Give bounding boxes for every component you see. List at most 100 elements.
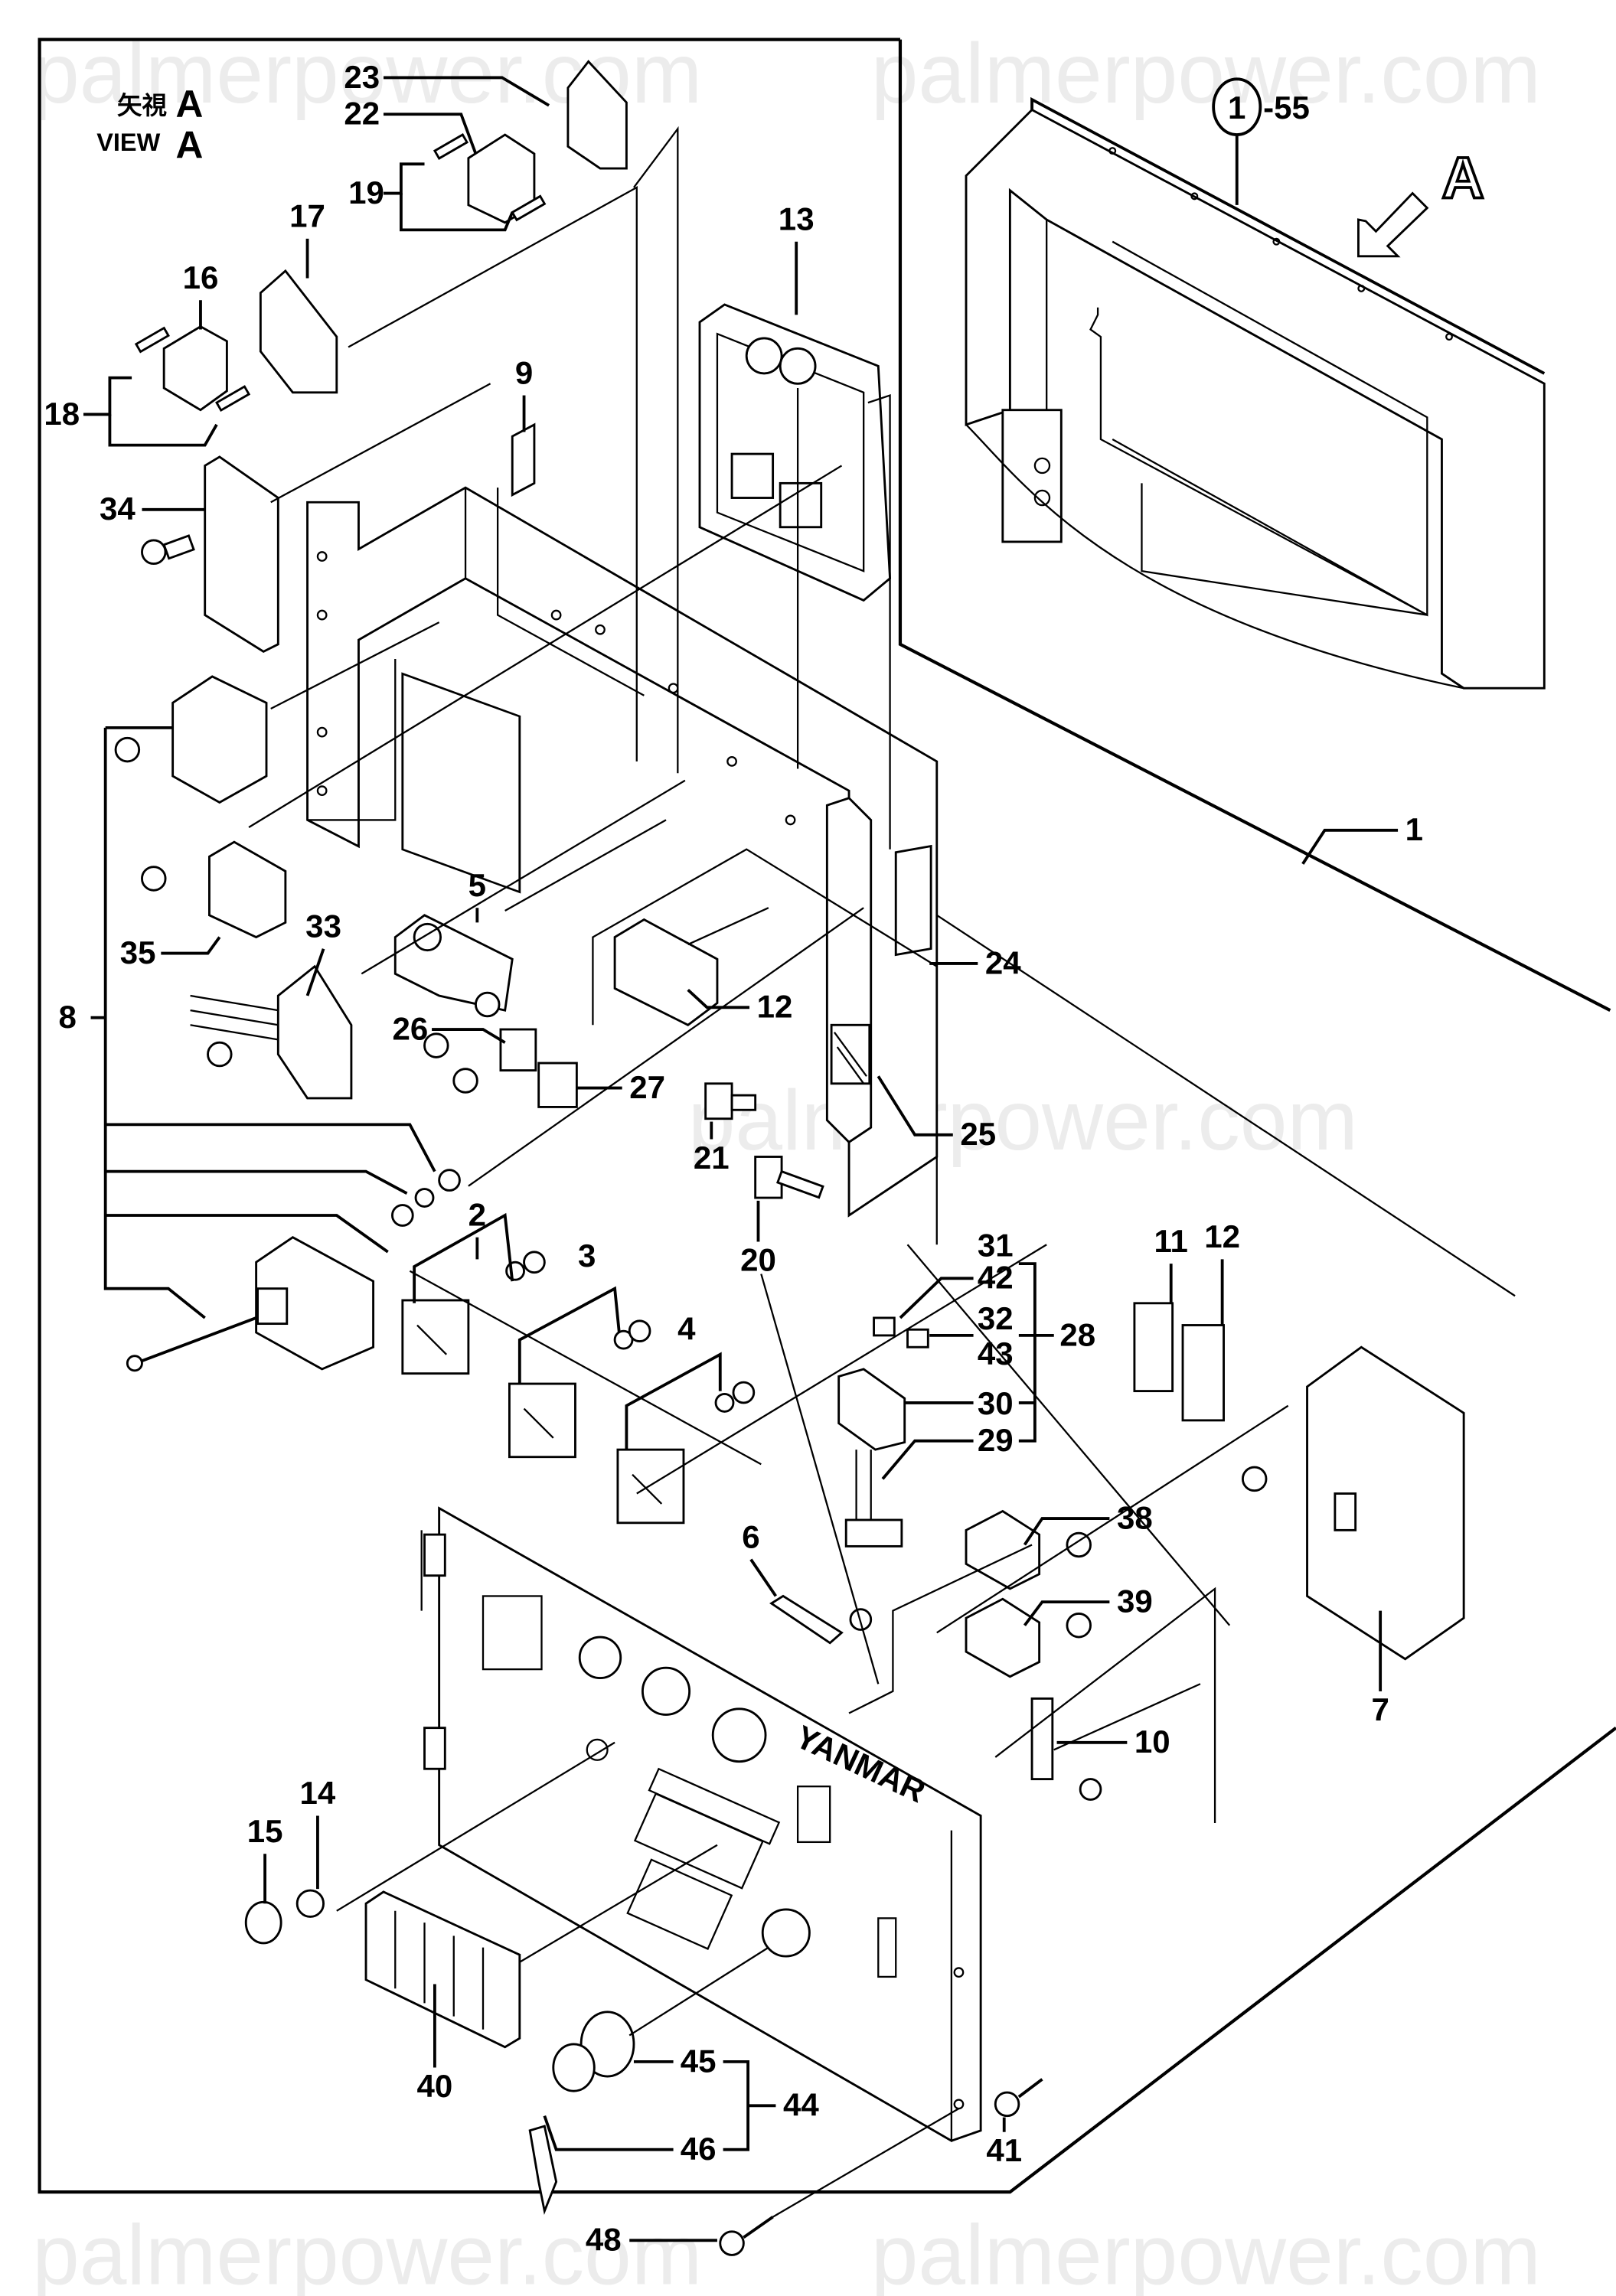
watermark-bottom-left: palmerpower.com xyxy=(32,2208,702,2296)
view-direction-arrow: A xyxy=(1357,144,1486,258)
part-33-harness xyxy=(190,964,353,1100)
part-41-screw xyxy=(994,2078,1043,2118)
view-label-english: VIEW xyxy=(96,129,160,156)
callout-45: 45 xyxy=(681,2043,717,2079)
callout-2: 2 xyxy=(468,1196,486,1232)
callouts: 23 22 19 17 16 18 13 9 34 1 5 24 xyxy=(44,59,1423,2258)
part-15-knob xyxy=(244,1900,282,1945)
part-3-gauge xyxy=(508,1319,651,1459)
part-8-washers xyxy=(391,1169,461,1227)
part-11-connector xyxy=(1133,1302,1174,1393)
part-20-switch xyxy=(754,1156,824,1199)
callout-18: 18 xyxy=(44,396,80,432)
main-frame xyxy=(38,38,1616,2194)
view-label-japanese: 矢視 xyxy=(117,92,167,119)
part-8-relay-upper xyxy=(114,675,268,804)
callout-38: 38 xyxy=(1117,1499,1153,1535)
callout-1: 1 xyxy=(1405,811,1423,847)
chassis-bracket xyxy=(306,486,939,1218)
callout-20: 20 xyxy=(740,1242,776,1278)
callout-19: 19 xyxy=(348,174,384,210)
callout-14: 14 xyxy=(300,1775,336,1811)
callout-46: 46 xyxy=(681,2131,717,2167)
callout-5: 5 xyxy=(468,867,486,903)
detail-callout-1-55: 1 -55 xyxy=(1212,77,1310,205)
callout-41: 41 xyxy=(986,2132,1022,2168)
detail-callout-suffix: -55 xyxy=(1263,90,1310,126)
part-38-relay xyxy=(965,1509,1092,1590)
callout-23: 23 xyxy=(344,59,380,95)
callout-4: 4 xyxy=(677,1311,696,1347)
part-48-screw xyxy=(719,2108,960,2256)
callout-10: 10 xyxy=(1134,1724,1170,1760)
callout-44: 44 xyxy=(783,2087,819,2123)
callout-30: 30 xyxy=(978,1385,1014,1421)
part-39-relay xyxy=(965,1597,1092,1678)
part-21-switch xyxy=(704,1082,757,1120)
callout-11: 11 xyxy=(1154,1223,1187,1259)
part-46-key xyxy=(528,2125,558,2216)
callout-25: 25 xyxy=(960,1116,996,1152)
part-5-holder xyxy=(393,914,514,1018)
callout-21: 21 xyxy=(694,1140,730,1176)
callout-40: 40 xyxy=(417,2068,453,2104)
part-9-switch xyxy=(511,422,536,497)
callout-24: 24 xyxy=(985,944,1021,980)
view-direction-letter: A xyxy=(1441,145,1484,210)
callout-8: 8 xyxy=(58,999,76,1035)
part-7-breaker xyxy=(1241,1345,1465,1661)
callout-6: 6 xyxy=(742,1518,759,1554)
part-4-gauge xyxy=(616,1381,756,1525)
part-10-resistor xyxy=(1030,1697,1102,1801)
callout-33: 33 xyxy=(305,908,341,944)
callout-34: 34 xyxy=(100,491,135,527)
part-8-relay-lower xyxy=(126,1236,375,1372)
detail-view-panel: 1 -55 A xyxy=(965,77,1546,690)
callout-42: 42 xyxy=(978,1260,1014,1296)
part-17-terminal-block xyxy=(259,269,338,394)
part-23-terminal-block xyxy=(566,60,628,170)
side-plate xyxy=(825,797,932,1144)
callout-7: 7 xyxy=(1371,1691,1389,1727)
part-13-controller xyxy=(698,303,892,602)
callout-29: 29 xyxy=(978,1422,1014,1458)
frame-detail-boundary xyxy=(898,39,1611,1013)
watermark-top-right: palmerpower.com xyxy=(871,26,1541,121)
detail-callout-circle-number: 1 xyxy=(1228,90,1245,126)
assembly-lines xyxy=(248,126,1516,2037)
part-35-relay xyxy=(141,840,287,939)
callout-28: 28 xyxy=(1059,1316,1095,1352)
callout-27: 27 xyxy=(629,1069,665,1105)
callout-48: 48 xyxy=(586,2222,622,2258)
part-26-27-connector xyxy=(423,1028,578,1108)
callout-12-lower: 12 xyxy=(1204,1218,1240,1254)
part-34-module xyxy=(141,455,279,654)
callout-16: 16 xyxy=(183,259,219,295)
part-2-gauge xyxy=(401,1251,546,1375)
part-12-connector-lower xyxy=(1181,1324,1225,1422)
watermark-middle: palmerpower.com xyxy=(688,1073,1358,1168)
callout-3: 3 xyxy=(578,1238,596,1274)
part-16-relay xyxy=(134,325,251,413)
callout-43: 43 xyxy=(978,1336,1014,1371)
callout-22: 22 xyxy=(344,96,380,132)
callout-39: 39 xyxy=(1117,1583,1153,1619)
callout-15: 15 xyxy=(247,1813,283,1849)
part-12-connector-upper xyxy=(613,918,719,1026)
part-28-harness xyxy=(837,1316,929,1548)
part-40-indicator xyxy=(364,1890,521,2049)
callout-12-upper: 12 xyxy=(757,989,793,1025)
callout-31: 31 xyxy=(978,1228,1014,1264)
callout-9: 9 xyxy=(515,354,533,390)
view-label-letter-1: A xyxy=(175,83,203,126)
part-45-key-switch xyxy=(552,2011,635,2092)
part-14-potentiometer xyxy=(295,1889,325,1918)
part-22-relay xyxy=(433,133,547,224)
callout-26: 26 xyxy=(392,1010,428,1046)
watermark-bottom-right: palmerpower.com xyxy=(871,2208,1541,2296)
callout-13: 13 xyxy=(779,201,815,236)
callout-17: 17 xyxy=(289,198,325,234)
view-label-letter-2: A xyxy=(175,124,203,167)
callout-32: 32 xyxy=(978,1300,1014,1336)
